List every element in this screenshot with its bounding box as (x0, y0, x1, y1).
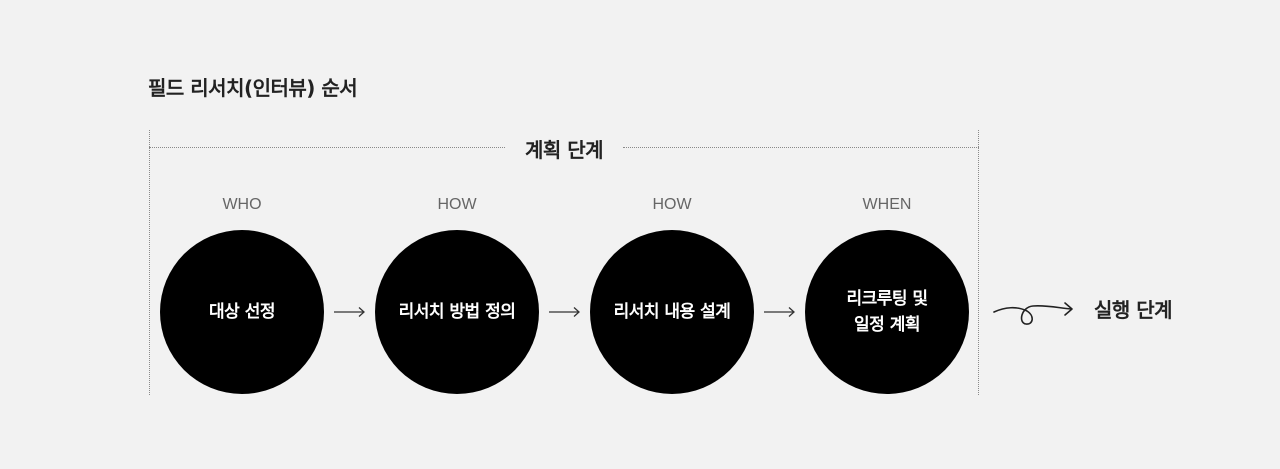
arrow-right-icon (764, 307, 795, 317)
step-3-circle: 리서치 내용 설계 (590, 230, 754, 394)
step-4-label: 리크루팅 및 일정 계획 (846, 289, 928, 335)
page-title: 필드 리서치(인터뷰) 순서 (148, 76, 358, 100)
looped-arrow-icon (993, 302, 1073, 325)
step-4-question: WHEN (862, 196, 912, 213)
step-1-question: WHO (222, 196, 262, 213)
step-3-label: 리서치 내용 설계 (613, 302, 731, 322)
arrow-right-icon (334, 307, 365, 317)
step-1-label: 대상 선정 (209, 302, 275, 322)
step-2-label: 리서치 방법 정의 (398, 302, 516, 322)
arrow-right-icon (549, 307, 580, 317)
step-1-circle: 대상 선정 (160, 230, 324, 394)
bracket-top-line-right (623, 147, 979, 148)
execution-phase-label: 실행 단계 (1094, 298, 1173, 322)
bracket-top-line-left (149, 147, 505, 148)
planning-phase-bracket (149, 130, 979, 395)
bracket-right-line (978, 130, 979, 395)
step-2-circle: 리서치 방법 정의 (375, 230, 539, 394)
step-3-question: HOW (652, 196, 692, 213)
step-4-circle: 리크루팅 및 일정 계획 (805, 230, 969, 394)
step-2-question: HOW (437, 196, 477, 213)
planning-phase-label: 계획 단계 (524, 138, 604, 162)
bracket-left-line (149, 130, 150, 395)
